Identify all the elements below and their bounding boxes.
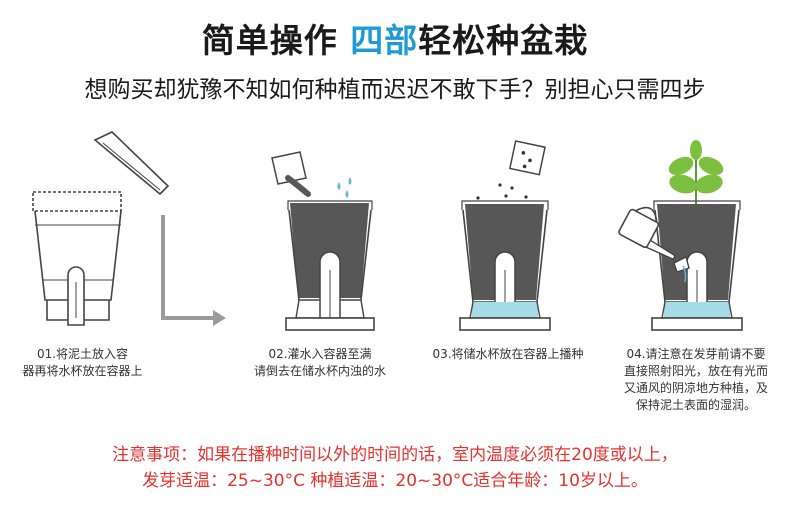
title-part2: 轻松种盆栽 bbox=[418, 21, 589, 60]
arrow-icon bbox=[161, 215, 226, 326]
step1-line1: 01.将泥土放入容 bbox=[36, 347, 129, 361]
water-drop-icon bbox=[337, 177, 352, 198]
step1-caption: 01.将泥土放入容 器再将水杯放在容器上 bbox=[0, 346, 165, 380]
title-highlight: 四部 bbox=[350, 21, 419, 60]
step2-line2: 请倒去在储水杯内浊的水 bbox=[253, 364, 386, 378]
seed-packet-icon bbox=[508, 140, 546, 176]
notice-line2: 发芽适温：25~30°C 种植适温：20~30°C适合年龄：10岁以上。 bbox=[142, 471, 648, 491]
step3-pot-illustration bbox=[459, 140, 551, 331]
step4-line2: 直接照射阳光，放在有光而 bbox=[623, 364, 768, 378]
steps-illustration bbox=[32, 131, 743, 331]
notice-line1: 注意事项：如果在播种时间以外的时间的话，室内温度必须在20度或以上， bbox=[112, 445, 678, 465]
step4-line4: 保持泥土表面的湿润。 bbox=[635, 398, 756, 412]
step4-line1: 04.请注意在发芽前请不要 bbox=[626, 347, 766, 361]
step3-caption: 03.将储水杯放在容器上播种 bbox=[413, 346, 603, 363]
step1-pot-illustration bbox=[32, 131, 170, 326]
step2-line1: 02.灌水入容器至满 bbox=[268, 347, 372, 361]
page-title: 简单操作 四部轻松种盆栽 bbox=[0, 14, 790, 62]
step2-pot-illustration bbox=[271, 151, 375, 331]
lid-icon bbox=[93, 131, 170, 196]
step4-line3: 又通风的阴凉地方种植，及 bbox=[623, 381, 768, 395]
step4-caption: 04.请注意在发芽前请不要 直接照射阳光，放在有光而 又通风的阴凉地方种植，及 … bbox=[612, 346, 780, 414]
seed-packet-icon bbox=[271, 151, 307, 185]
title-part1: 简单操作 bbox=[201, 21, 338, 60]
step2-caption: 02.灌水入容器至满 请倒去在储水杯内浊的水 bbox=[230, 346, 410, 380]
step3-line1: 03.将储水杯放在容器上播种 bbox=[432, 347, 584, 361]
subtitle: 想购买却犹豫不知如何种植而迟迟不敢下手？别担心只需四步 bbox=[84, 77, 706, 103]
watering-can-icon bbox=[618, 206, 690, 283]
sprout-icon bbox=[668, 140, 724, 210]
step4-pot-illustration bbox=[618, 140, 743, 331]
step1-line2: 器再将水杯放在容器上 bbox=[22, 364, 143, 378]
